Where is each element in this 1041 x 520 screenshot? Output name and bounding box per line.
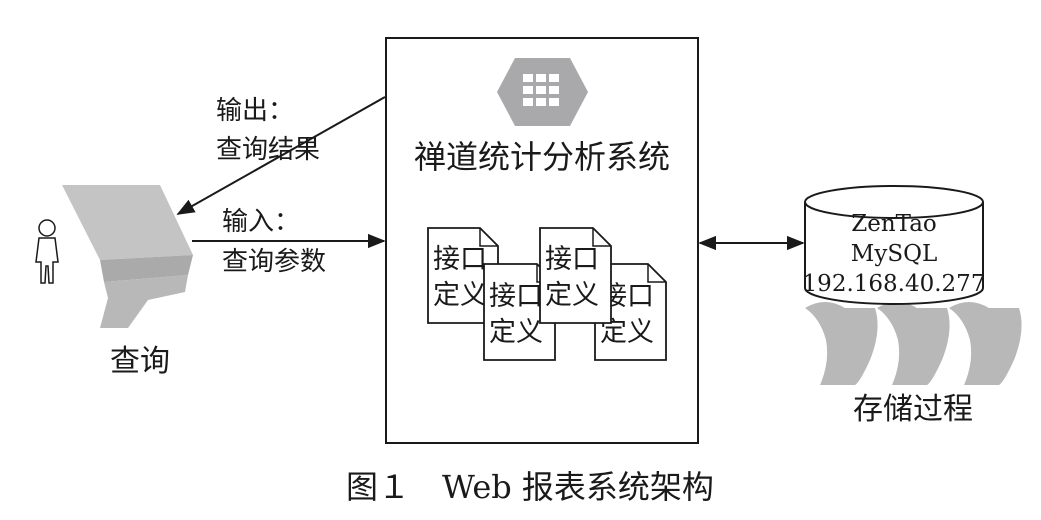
procedures-label: 存储过程 bbox=[853, 392, 973, 427]
input-label-line1: 输入： bbox=[222, 207, 300, 237]
output-label-line1: 输出： bbox=[216, 96, 294, 126]
kiosk-icon bbox=[62, 185, 193, 328]
person-icon bbox=[35, 219, 59, 284]
interface-doc-1-line1: 接口 bbox=[433, 244, 487, 275]
input-label-line2: 查询参数 bbox=[222, 247, 326, 277]
db-line3: 192.168.40.277 bbox=[803, 271, 986, 297]
interface-doc-2-line2: 定义 bbox=[489, 317, 543, 348]
interface-doc-1: 接口 定义 bbox=[427, 227, 499, 324]
interface-doc-2: 接口 定义 bbox=[483, 263, 556, 361]
database-cylinder-icon bbox=[804, 185, 984, 305]
db-line2: MySQL bbox=[851, 241, 937, 267]
system-title: 禅道统计分析系统 bbox=[414, 138, 670, 176]
interface-doc-3-line1: 接口 bbox=[545, 244, 599, 275]
scroll-icon bbox=[805, 302, 1022, 385]
output-label-line2: 查询结果 bbox=[216, 135, 320, 165]
interface-doc-1-line2: 定义 bbox=[433, 280, 487, 311]
interface-doc-3: 接口 定义 bbox=[539, 227, 612, 324]
interface-doc-3-line2: 定义 bbox=[545, 280, 599, 311]
grid-hexagon-icon bbox=[497, 58, 588, 126]
db-line1: ZenTao bbox=[851, 211, 937, 237]
query-label: 查询 bbox=[110, 344, 170, 379]
output-arrow bbox=[176, 96, 386, 215]
interface-doc-2-line1: 接口 bbox=[489, 281, 543, 312]
figure-caption: 图１ Web 报表系统架构 bbox=[346, 468, 714, 506]
